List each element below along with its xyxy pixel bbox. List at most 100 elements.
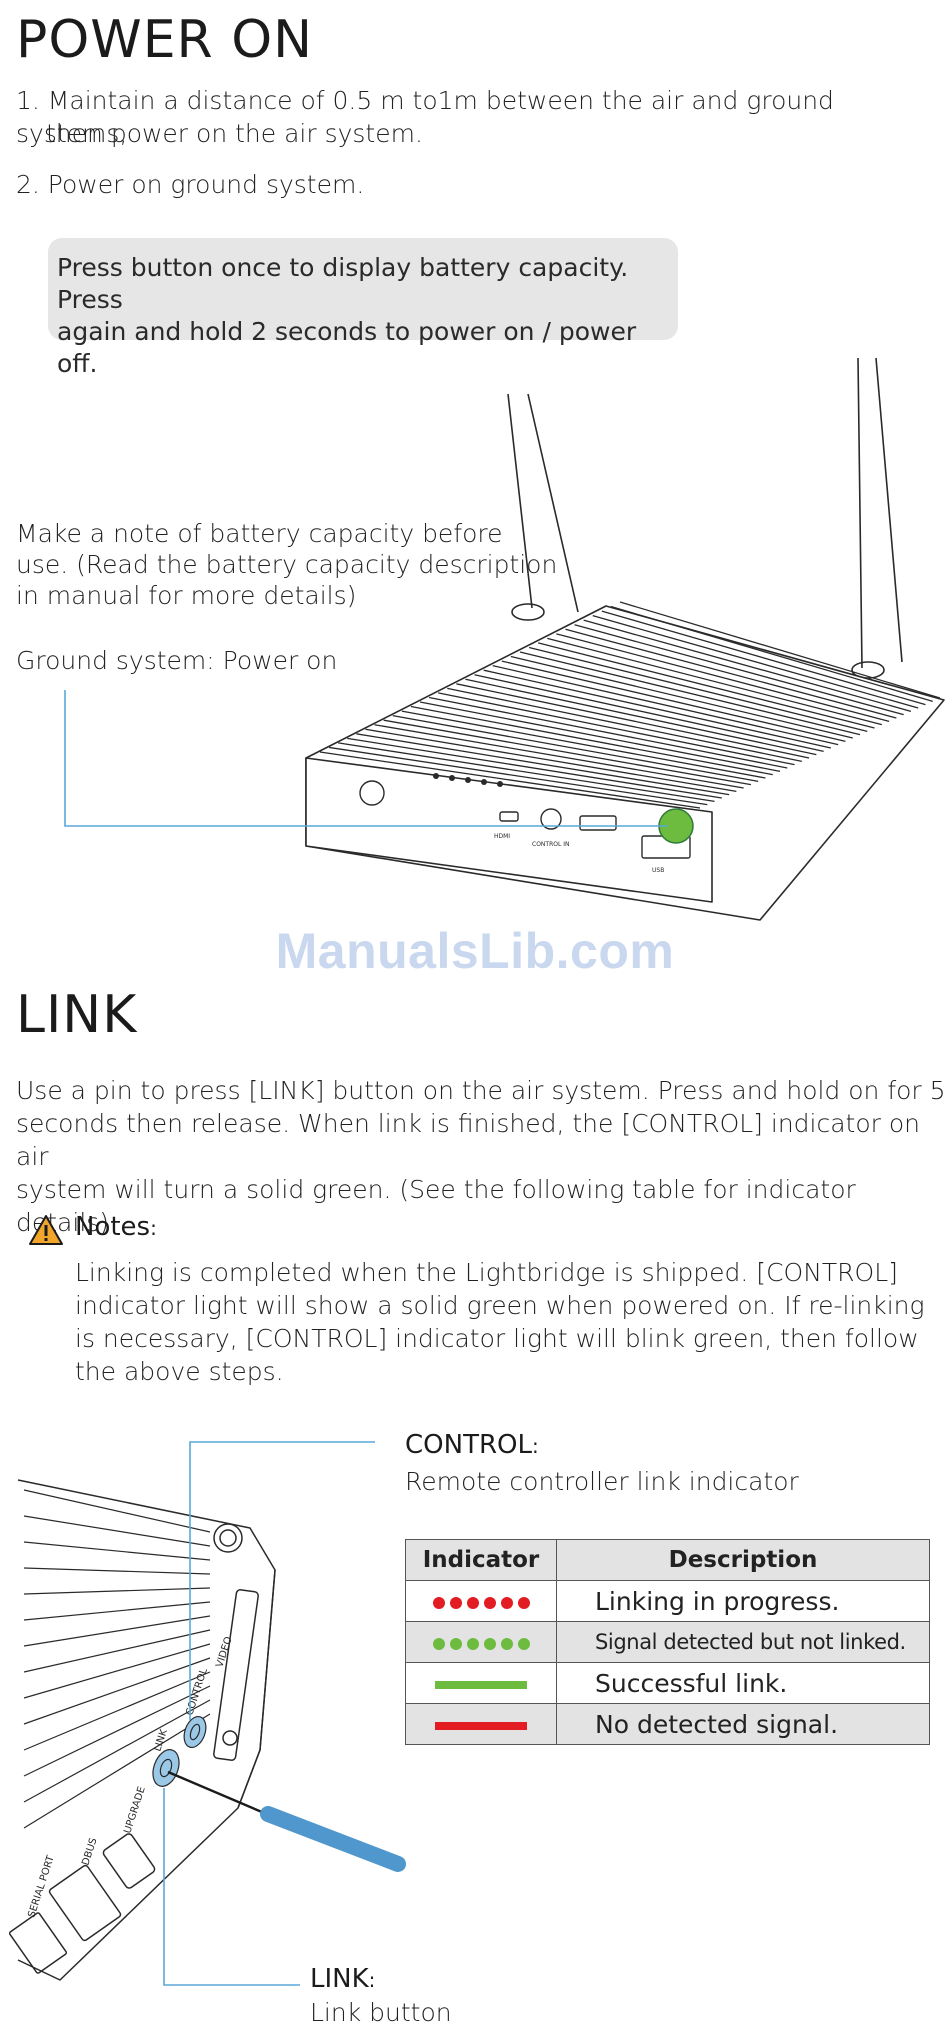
step-2: 2. Power on ground system. [16, 170, 365, 199]
hdmi-port-icon [499, 811, 519, 822]
heat-sink-fin [501, 660, 846, 742]
control-label: CONTROL: [405, 1430, 539, 1460]
callout-line-2: again and hold 2 seconds to power on / p… [57, 317, 637, 378]
heat-sink-fin [519, 651, 861, 736]
usb-port-label: USB [652, 867, 664, 874]
hdmi-port-label: HDMI [494, 833, 510, 840]
left-antenna [507, 393, 579, 613]
video-slot [213, 1589, 259, 1761]
link-leader-line [163, 1788, 300, 1986]
heat-sink-fin [510, 655, 853, 739]
green-solid-indicator [405, 1662, 557, 1704]
link-instructions-line-1: Use a pin to press [LINK] button on the … [16, 1076, 946, 1105]
notes-body: Linking is completed when the Lightbridg… [75, 1256, 925, 1388]
heat-sink-fin [401, 710, 766, 779]
description-column-header: Description [556, 1539, 930, 1581]
heat-sink-fin [456, 683, 810, 759]
table-row: No detected signal. [405, 1703, 930, 1745]
air-heat-sink-fin [23, 1657, 211, 1725]
heat-sink-fin [383, 719, 752, 786]
heat-sink-fin [419, 701, 781, 772]
heat-sink-fin [601, 610, 926, 706]
heat-sink-fin [410, 705, 773, 776]
mini-port-icon [579, 815, 617, 831]
battery-note-line-1: Make a note of battery capacity before [16, 519, 503, 548]
air-heat-sink-fin [23, 1615, 211, 1647]
air-heat-sink-fin [23, 1587, 211, 1595]
notes-line-2: indicator light will show a solid green … [75, 1291, 925, 1320]
link-label-text: LINK [310, 1964, 369, 1994]
row-description: Signal detected but not linked. [556, 1621, 930, 1663]
power-button-ring [359, 780, 385, 806]
upgrade-port-icon [102, 1833, 156, 1889]
dbus-port-icon [48, 1864, 122, 1942]
heat-sink-fin [474, 674, 824, 752]
link-instructions: Use a pin to press [LINK] button on the … [16, 1074, 950, 1239]
link-instructions-line-2: seconds then release. When link is finis… [16, 1109, 921, 1171]
link-label-colon: : [368, 1968, 376, 1992]
heat-sink-fin [365, 728, 737, 792]
heat-sink-fin [592, 615, 919, 709]
heat-sink-fin [528, 646, 868, 732]
green-blinking-indicator [405, 1621, 557, 1663]
indicator-table: Indicator Description Linking in progres… [405, 1539, 930, 1745]
heat-sink-fin [610, 605, 933, 702]
heat-sink-fin [328, 746, 708, 806]
notes-header: Notes: [75, 1212, 157, 1242]
link-button-highlight [152, 1749, 180, 1787]
heat-sink-fin [583, 619, 912, 712]
power-on-heading: POWER ON [16, 10, 314, 70]
step-1-line-1: 1. Maintain a distance of 0.5 m to1m bet… [16, 86, 834, 148]
red-solid-indicator [405, 1703, 557, 1745]
indicator-column-header: Indicator [405, 1539, 557, 1581]
air-heat-sink-fin [23, 1643, 211, 1699]
manualslib-watermark: ManualsLib.com [275, 923, 675, 979]
pin-tool [260, 1806, 406, 1872]
row-description: Successful link. [556, 1662, 930, 1704]
air-system-illustration: SERIAL PORT DBUS UPGRADE LINK CONTROL VI… [8, 1441, 406, 1986]
link-instructions-line-3: system will turn a solid green. (See the… [16, 1175, 856, 1237]
air-heat-sink-fin [23, 1489, 211, 1533]
ground-system-label: Ground system: Power on [16, 646, 338, 675]
heat-sink-fin [619, 601, 941, 699]
heat-sink-fin [538, 642, 875, 729]
notes-line-3: is necessary, [CONTROL] indicator light … [75, 1324, 919, 1353]
air-heat-sink-fin [23, 1515, 211, 1547]
air-heat-sink-fin [23, 1671, 211, 1751]
table-header-row: Indicator Description [405, 1539, 930, 1581]
row-description: No detected signal. [556, 1703, 930, 1745]
heat-sink-fin [356, 733, 730, 796]
control-description: Remote controller link indicator [405, 1467, 799, 1496]
power-button-callout: Press button once to display battery cap… [48, 238, 678, 378]
table-row: Linking in progress. [405, 1580, 930, 1622]
notes-line-4: the above steps. [75, 1357, 284, 1386]
battery-note: Make a note of battery capacity before u… [16, 518, 557, 611]
control-in-port-label: CONTROL IN [532, 841, 569, 848]
warning-icon [29, 1215, 63, 1245]
heat-sink-fin [374, 724, 744, 789]
battery-note-line-2: use. (Read the battery capacity descript… [16, 550, 558, 579]
air-heat-sink-fin [23, 1601, 211, 1621]
link-label: LINK: [310, 1964, 375, 1994]
heat-sink-fin [556, 633, 890, 722]
heat-sink-fin [319, 751, 701, 809]
air-heat-sink-fin [23, 1567, 211, 1575]
row-description: Linking in progress. [556, 1580, 930, 1622]
power-button-leader-line [64, 690, 668, 827]
link-description: Link button [310, 1998, 452, 2027]
table-row: Successful link. [405, 1662, 930, 1704]
heat-sink-fin [438, 692, 795, 766]
notes-line-1: Linking is completed when the Lightbridg… [75, 1258, 898, 1287]
step-1-line-2: then power on the air system. [46, 119, 423, 148]
heat-sink-fin [347, 737, 722, 799]
control-label-text: CONTROL [405, 1430, 532, 1460]
heat-sink-fin [428, 696, 788, 769]
red-blinking-indicator [405, 1580, 557, 1622]
heat-sink-fin [447, 687, 802, 762]
control-label-colon: : [531, 1434, 539, 1458]
air-heat-sink-fin [23, 1699, 211, 1803]
control-indicator-highlight [183, 1715, 207, 1749]
heat-sink-fin [465, 678, 817, 756]
control-leader-line [189, 1441, 375, 1720]
heat-sink-fin [483, 669, 832, 749]
